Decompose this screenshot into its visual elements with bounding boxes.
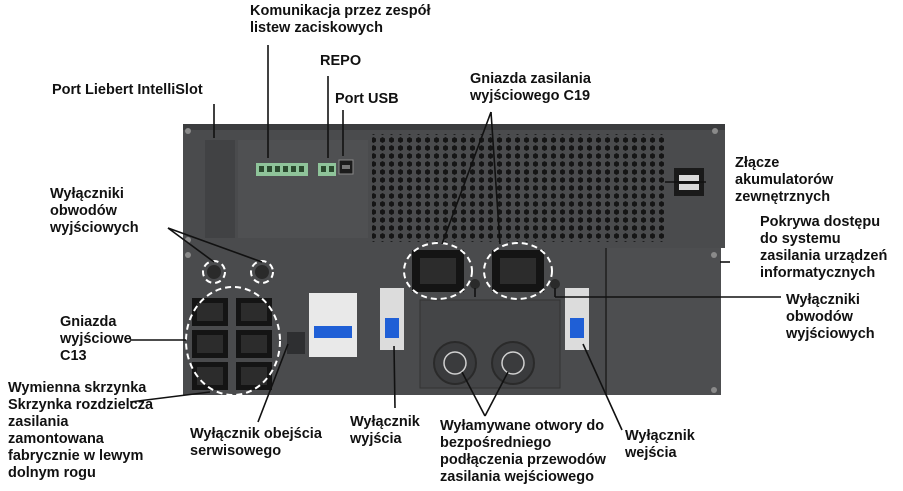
- knockout-icon: [433, 341, 535, 385]
- breaker-button-icon: [207, 265, 560, 289]
- label-output-breakers-right: Wyłączniki obwodów wyjściowych: [786, 292, 875, 342]
- dashed-highlight: [185, 242, 553, 396]
- upper-chassis: [183, 124, 725, 248]
- label-battery-connector: Złącze akumulatorów zewnętrznych: [735, 155, 834, 205]
- outlet-c19-icon: [412, 250, 544, 292]
- bypass-switch-icon: [287, 293, 357, 357]
- callout-lines: [129, 45, 781, 431]
- label-output-switch: Wyłącznik wyjścia: [350, 414, 420, 447]
- label-pdu-box: Wymienna skrzynka Skrzynka rozdzielcza z…: [8, 380, 154, 481]
- label-knockouts: Wyłamywane otwory do bezpośredniego podł…: [440, 418, 606, 485]
- label-input-switch: Wyłącznik wejścia: [625, 428, 695, 461]
- usb-port-icon: [338, 159, 354, 175]
- label-bypass-switch: Wyłącznik obejścia serwisowego: [190, 426, 322, 459]
- label-terminal-communication: Komunikacja przez zespół listew zaciskow…: [250, 3, 431, 36]
- breaker-icon: [380, 288, 404, 350]
- repo-terminal-icon: [318, 163, 336, 176]
- label-repo: REPO: [320, 53, 362, 69]
- label-intellislot-port: Port Liebert IntelliSlot: [52, 82, 203, 98]
- label-c19-outlets: Gniazda zasilania wyjściowego C19: [470, 71, 591, 104]
- label-output-breakers-left: Wyłączniki obwodów wyjściowych: [50, 186, 139, 236]
- input-breaker-icon: [565, 288, 589, 350]
- label-usb-port: Port USB: [335, 91, 399, 107]
- terminal-block-icon: [256, 163, 308, 176]
- outlet-c13-icon: [192, 298, 272, 390]
- label-access-cover: Pokrywa dostępu do systemu zasilania urz…: [760, 214, 888, 281]
- label-c13-outlets: Gniazda wyjściowe C13: [60, 314, 132, 364]
